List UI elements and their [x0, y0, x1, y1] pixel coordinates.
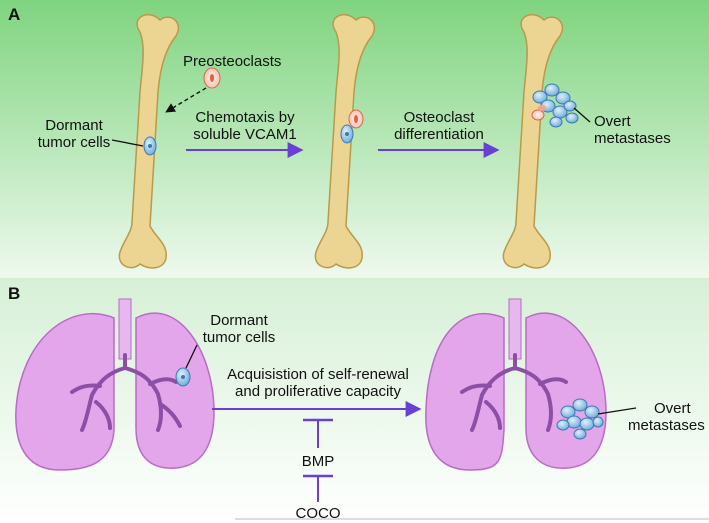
overt-metastasis-cluster-lung: [556, 398, 604, 440]
label-acquisition-line2: and proliferative capacity: [235, 383, 401, 400]
panel-a-letter: A: [8, 5, 21, 24]
recruitment-dashed-arrow: [165, 87, 207, 113]
label-overt-b-line2: metastases: [628, 417, 705, 434]
label-overt-b: Overt metastases: [628, 400, 705, 434]
label-osteoclast-line2: differentiation: [394, 126, 484, 143]
label-osteoclast-differentiation: Osteoclast differentiation: [378, 109, 500, 143]
label-chemotaxis-line2: soluble VCAM1: [193, 126, 297, 143]
label-dormant-b-line2: tumor cells: [202, 329, 276, 346]
overt-leader-line-b: [597, 407, 637, 415]
label-chemotaxis: Chemotaxis by soluble VCAM1: [186, 109, 304, 143]
label-dormant-b-line1: Dormant: [210, 312, 268, 329]
label-dormant-a: Dormant tumor cells: [24, 117, 124, 151]
label-dormant-a-line1: Dormant: [45, 117, 103, 134]
overt-metastasis-cluster-bone: [531, 83, 579, 128]
dormant-leader-line: [111, 139, 144, 147]
panel-b-letter: B: [8, 284, 21, 303]
label-chemotaxis-line1: Chemotaxis by: [195, 109, 295, 126]
label-overt-b-line1: Overt: [654, 400, 691, 417]
dormant-leader-line-b: [185, 344, 198, 369]
label-dormant-b: Dormant tumor cells: [184, 312, 294, 346]
label-overt-a-line2: metastases: [594, 130, 671, 147]
label-acquisition-line1: Acquisistion of self-renewal: [227, 366, 409, 383]
label-acquisition: Acquisistion of self-renewal and prolife…: [212, 366, 424, 400]
label-bmp: BMP: [301, 453, 335, 470]
label-osteoclast-line1: Osteoclast: [403, 109, 475, 126]
lung-1: [15, 298, 215, 471]
label-dormant-a-line2: tumor cells: [37, 134, 111, 151]
label-overt-a-line1: Overt: [594, 113, 631, 130]
label-preosteoclasts: Preosteoclasts: [183, 53, 282, 70]
overt-leader-line-a: [573, 107, 591, 123]
label-overt-a: Overt metastases: [594, 113, 671, 147]
label-coco: COCO: [295, 505, 341, 522]
